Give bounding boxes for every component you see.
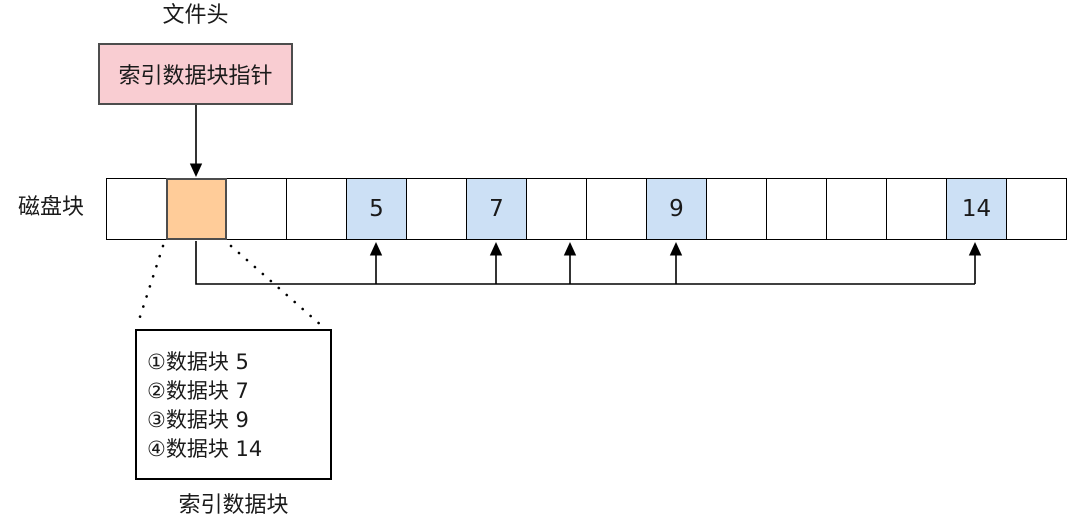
disk-block <box>526 178 587 240</box>
disk-block <box>586 178 647 240</box>
disk-block-data-14: 14 <box>946 178 1007 240</box>
up-arrow-mid <box>563 242 577 284</box>
up-arrow-to-block-9 <box>669 242 683 284</box>
disk-block-data-5: 5 <box>346 178 407 240</box>
disk-block-row: 5 7 9 14 <box>106 178 1067 240</box>
disk-block <box>1006 178 1067 240</box>
index-entry: ②数据块 7 <box>147 379 249 403</box>
index-entry: ③数据块 9 <box>147 408 249 432</box>
disk-block-data-9: 9 <box>646 178 707 240</box>
disk-block-data-7: 7 <box>466 178 527 240</box>
up-arrow-to-block-5 <box>369 242 383 284</box>
disk-block <box>226 178 287 240</box>
disk-block <box>286 178 347 240</box>
index-pointer-box-label: 索引数据块指针 <box>118 64 273 89</box>
up-arrow-to-block-14 <box>968 242 982 284</box>
disk-block <box>106 178 167 240</box>
index-pointer-box: 索引数据块指针 <box>98 43 293 105</box>
up-arrow-to-block-7 <box>489 242 503 284</box>
index-entry: ①数据块 5 <box>147 350 249 374</box>
disk-block <box>886 178 947 240</box>
disk-block <box>766 178 827 240</box>
dotted-line-left <box>135 244 165 328</box>
pointer-down-arrow <box>189 105 203 177</box>
file-header-label: 文件头 <box>162 3 229 28</box>
disk-block <box>406 178 467 240</box>
disk-blocks-label: 磁盘块 <box>18 195 85 220</box>
index-data-block-caption: 索引数据块 <box>178 493 289 518</box>
index-entry: ④数据块 14 <box>147 437 263 461</box>
index-connector-bus <box>195 241 975 285</box>
disk-block <box>826 178 887 240</box>
disk-block <box>706 178 767 240</box>
index-data-block-box: ①数据块 5 ②数据块 7 ③数据块 9 ④数据块 14 <box>135 329 332 480</box>
disk-block-index <box>166 178 227 240</box>
dotted-line-right <box>229 244 324 328</box>
